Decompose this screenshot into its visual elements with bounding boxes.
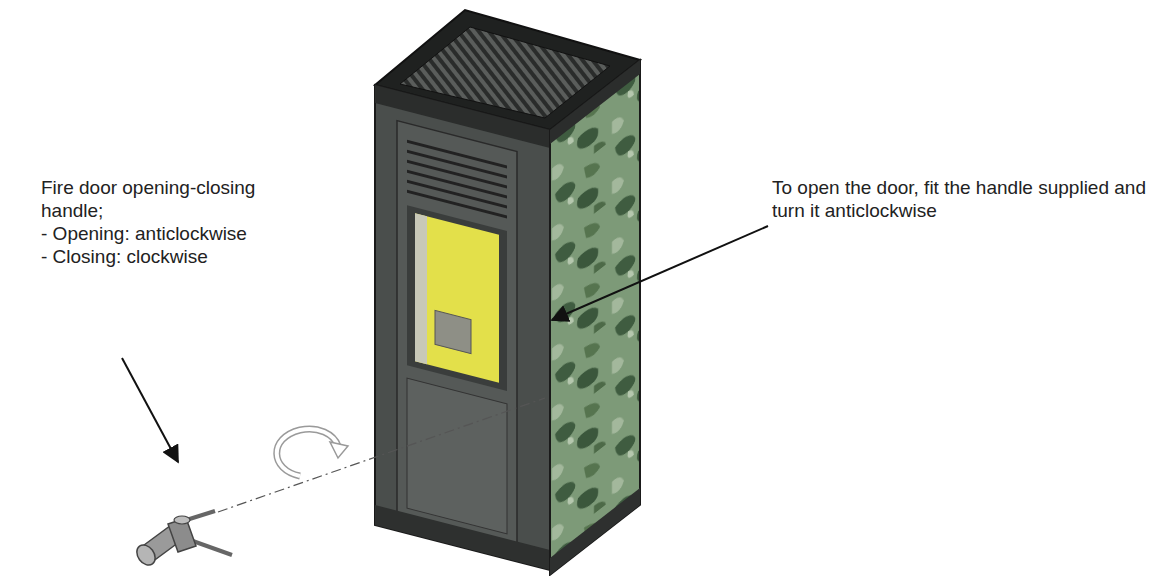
axis-line	[218, 398, 545, 512]
door-handle	[133, 511, 232, 569]
instruction-note: To open the door, fit the handle supplie…	[772, 176, 1147, 222]
callout-note: Fire door opening-closing handle;	[41, 176, 281, 222]
rotation-arrow	[277, 429, 338, 476]
stove-front	[375, 85, 550, 570]
callout-note: - Closing: clockwise	[41, 245, 301, 268]
leader-line	[552, 226, 768, 320]
callout-note: - Opening: anticlockwise	[41, 222, 301, 245]
leader-line	[122, 358, 178, 462]
stove-side	[550, 60, 640, 575]
